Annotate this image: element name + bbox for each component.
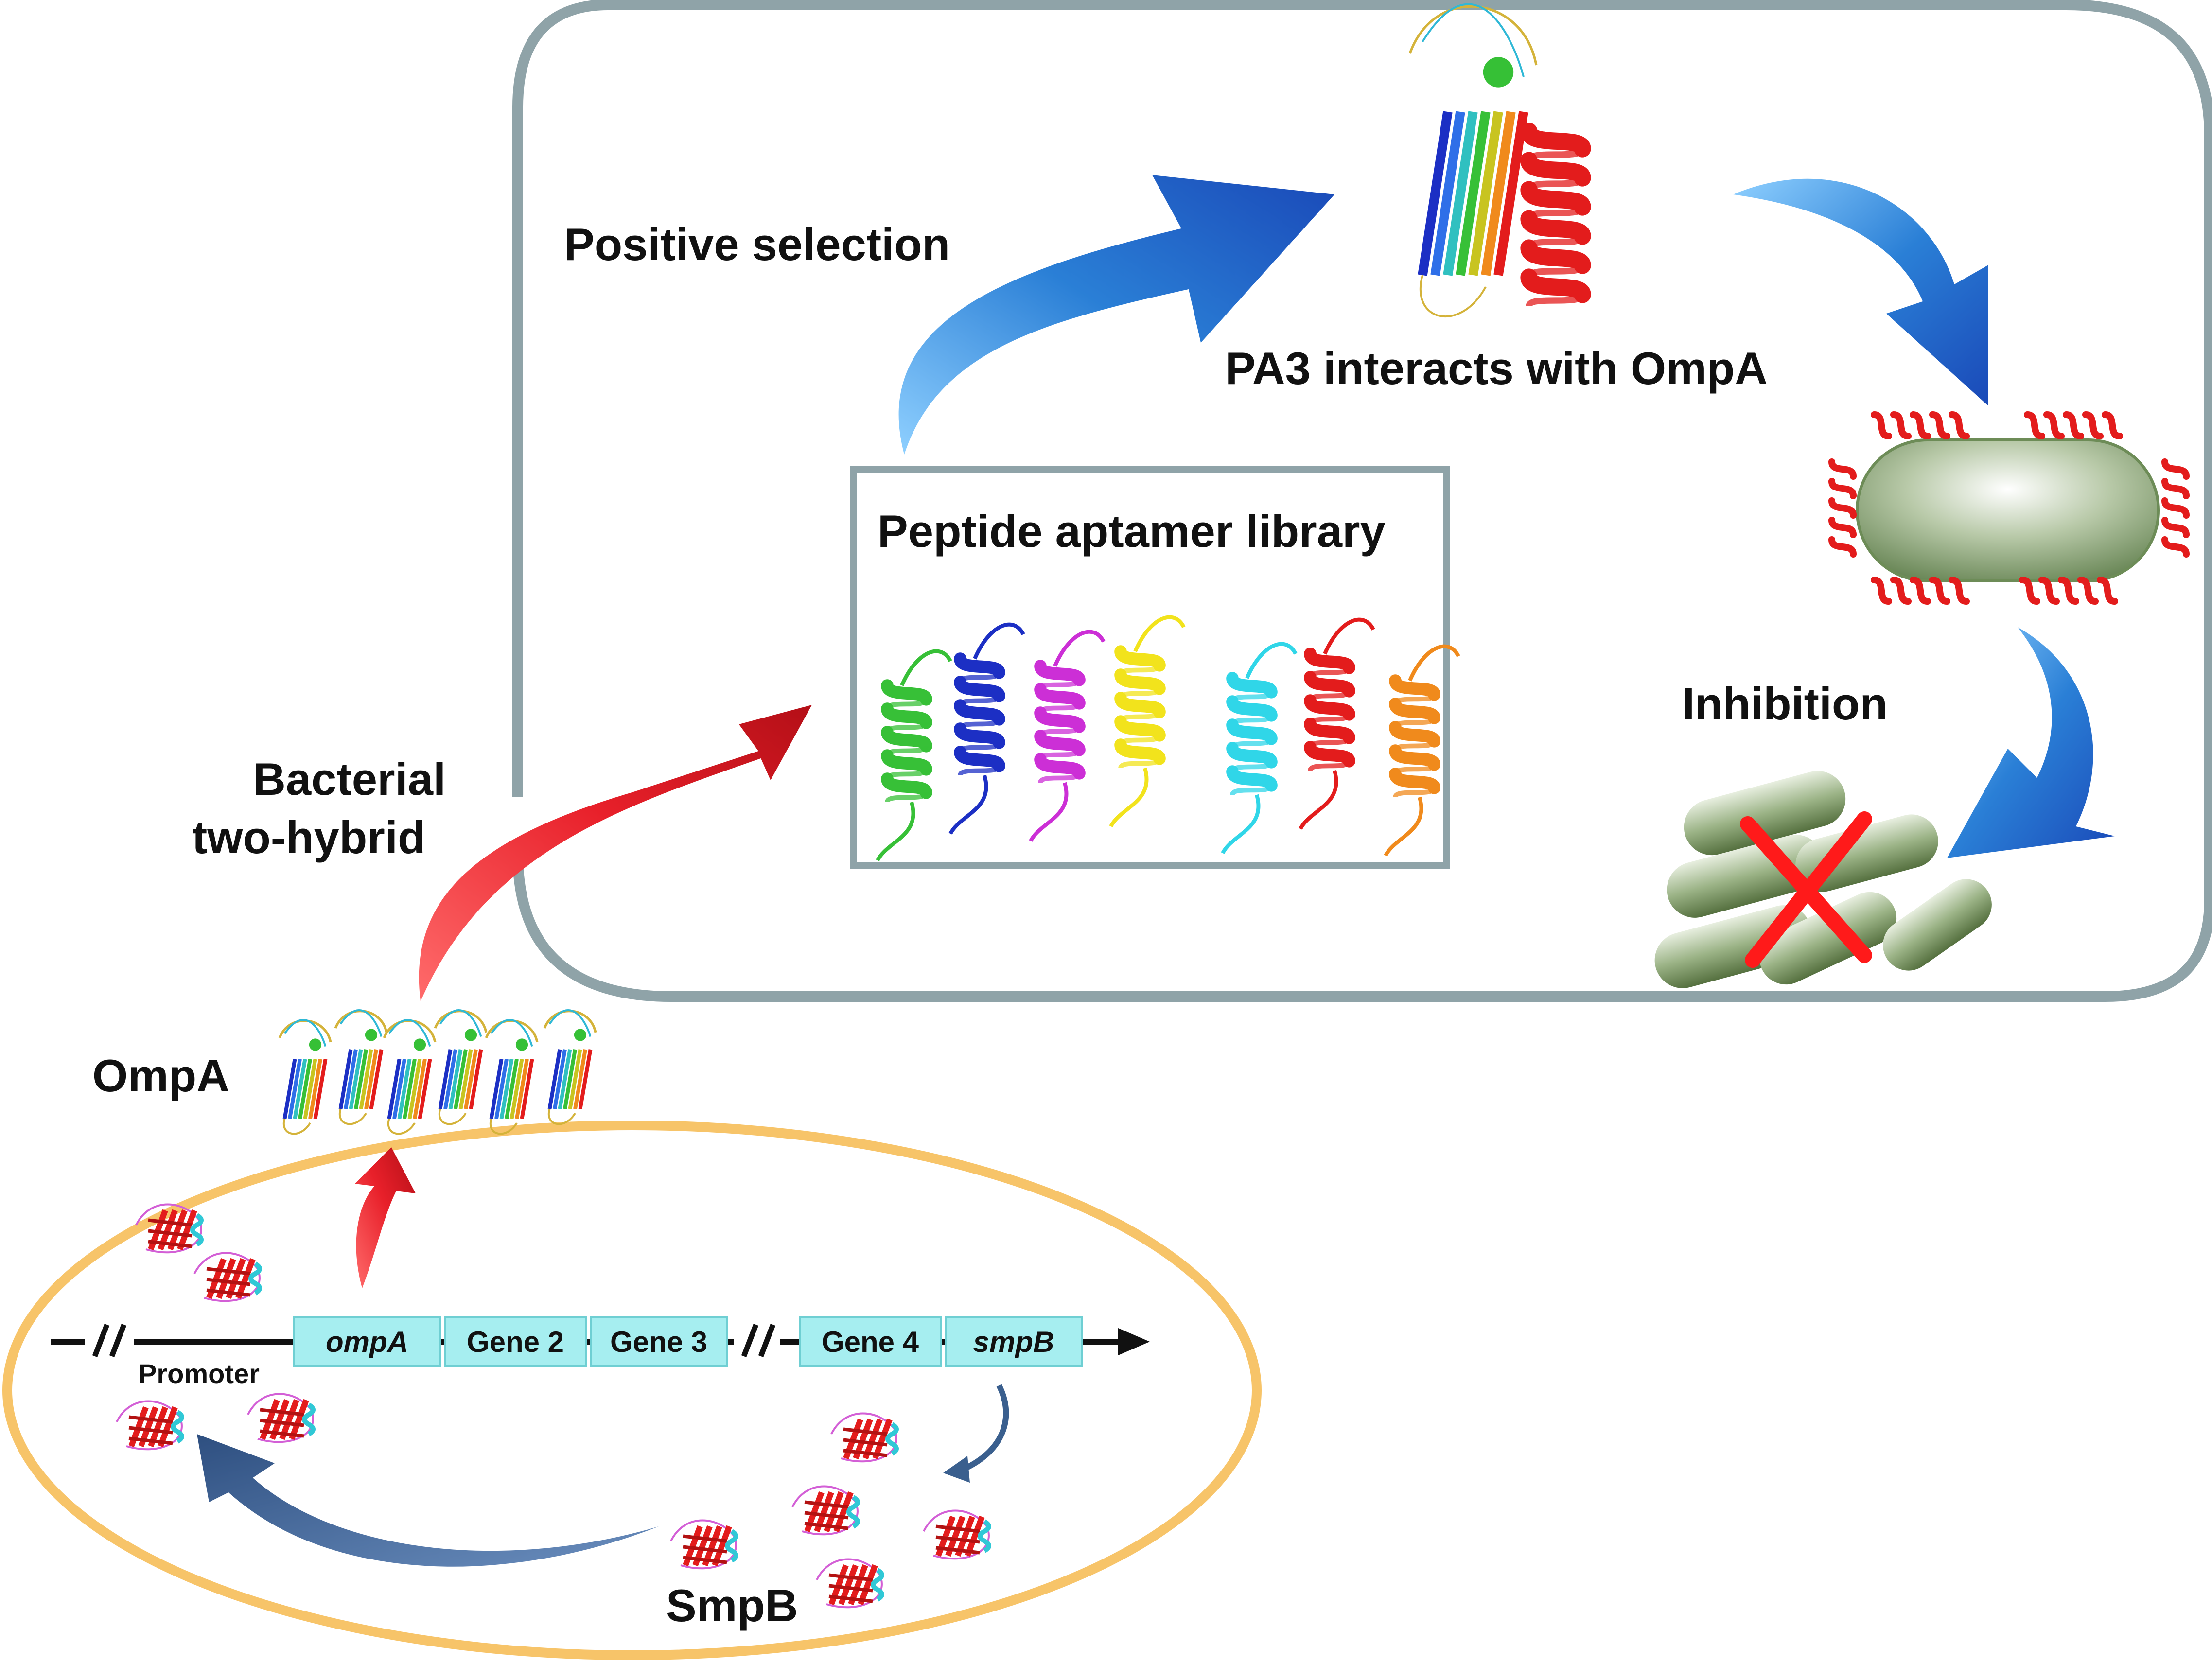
gene-box	[444, 1316, 587, 1367]
inhibited-bacterium	[1883, 879, 1992, 971]
bacterium-coated	[1828, 411, 2190, 605]
ompa-barrel	[543, 1009, 597, 1125]
gene-box	[293, 1316, 441, 1367]
smpb-protein	[816, 1558, 884, 1609]
ompa-barrel	[1408, 3, 1538, 318]
ompa-protein-row	[278, 1009, 597, 1135]
to-bacterium-arrow	[1733, 178, 1988, 406]
positive-selection-arrow	[898, 175, 1334, 455]
positive-selection-label: Positive selection	[564, 219, 950, 270]
helix-ribbon	[1299, 617, 1375, 830]
gene-label: ompA	[326, 1326, 408, 1358]
helix-ribbon	[876, 649, 952, 861]
bound-aptamer	[1871, 577, 1970, 605]
gene-box	[799, 1316, 942, 1367]
peptide-library-label: Peptide aptamer library	[878, 506, 1386, 557]
gene-label: smpB	[973, 1326, 1054, 1358]
expression-arrow	[355, 1147, 416, 1288]
smpb-protein	[247, 1393, 316, 1443]
ompa-protein-label: OmpA	[92, 1050, 229, 1101]
smpb-curve-arrow	[959, 1384, 1009, 1473]
selection-panel-border	[512, 0, 2212, 1002]
smpb-protein	[923, 1509, 991, 1560]
pa3-ompa-complex	[1408, 3, 1591, 318]
helix-ribbon	[1029, 630, 1106, 842]
ompa-barrel	[485, 1019, 539, 1135]
smpb-protein	[193, 1252, 262, 1302]
gene-label: Gene 4	[822, 1326, 919, 1358]
bacterial-cell-outline	[2, 1121, 1262, 1660]
smpb-protein	[116, 1400, 184, 1451]
gene-box	[945, 1316, 1083, 1367]
pa3-interacts-label: PA3 interacts with OmpA	[1225, 343, 1768, 394]
bound-aptamer	[2024, 411, 2123, 439]
smpb-protein	[791, 1485, 860, 1536]
bacterial-two-hybrid-arrow	[419, 705, 812, 1001]
ompa-barrel	[383, 1019, 437, 1135]
bacterial-label-line2: two-hybrid	[192, 812, 425, 863]
helix-ribbon	[1221, 642, 1298, 854]
gene-box	[590, 1316, 728, 1367]
ompa-barrel	[434, 1009, 488, 1125]
inhibition-label: Inhibition	[1682, 678, 1888, 729]
gene-boxes: ompA Gene 2 Gene 3 Gene 4 smpB	[293, 1316, 1083, 1367]
gene-label: Gene 2	[467, 1326, 564, 1358]
bacterial-label-line1: Bacterial	[253, 753, 446, 805]
helix-ribbon	[1520, 123, 1591, 308]
smpb-curve-arrowhead	[943, 1456, 970, 1483]
promoter-feedback-arrow	[197, 1434, 659, 1567]
aptamer-helices	[876, 615, 1460, 861]
bound-aptamer	[1871, 411, 1970, 439]
inhibition-cross	[1740, 811, 1872, 968]
bound-aptamer	[2161, 458, 2190, 558]
smpb-protein-label: SmpB	[666, 1580, 798, 1631]
ompa-barrel	[278, 1019, 332, 1135]
inhibited-bacterium	[1759, 892, 1897, 985]
inhibited-bacterium	[1684, 771, 1846, 856]
helix-ribbon	[1384, 644, 1460, 857]
bound-aptamer	[2019, 577, 2118, 605]
smpb-protein	[135, 1203, 204, 1254]
helix-ribbon	[948, 622, 1025, 835]
ompa-barrel	[334, 1009, 388, 1125]
smpb-protein-cluster	[116, 1203, 991, 1609]
smpb-protein	[670, 1519, 738, 1570]
helix-ribbon	[1109, 615, 1186, 827]
to-inhibition-arrow	[1947, 627, 2115, 858]
promoter-label: Promoter	[139, 1358, 260, 1389]
smpb-protein	[830, 1412, 899, 1463]
bound-aptamer	[1828, 458, 1857, 558]
gene-label: Gene 3	[610, 1326, 707, 1358]
